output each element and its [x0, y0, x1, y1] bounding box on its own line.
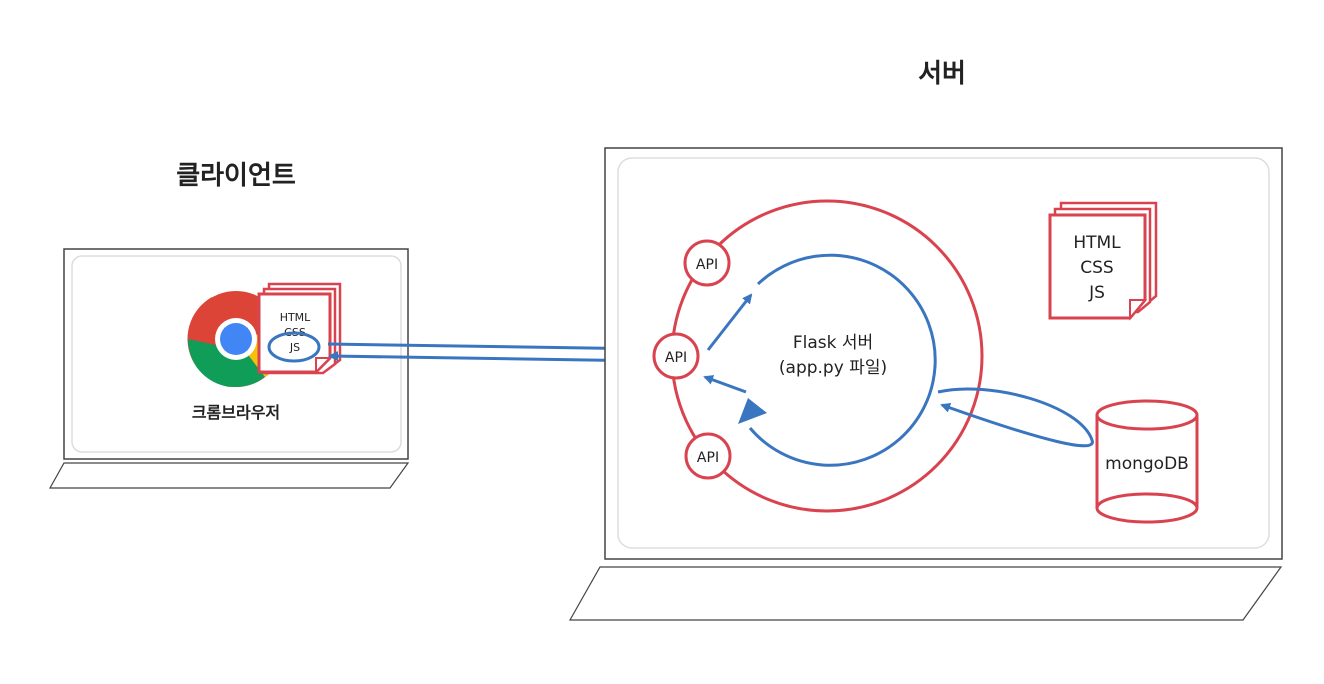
- client-laptop-keyboard: [48, 462, 410, 489]
- flask-to-api-arrow: [703, 375, 747, 394]
- api-node-bottom-label: API: [697, 450, 719, 466]
- client-file-html: HTML: [280, 311, 311, 324]
- browser-label: 크롬브라우저: [192, 403, 280, 422]
- client-js-highlight: [267, 331, 321, 363]
- server-file-html: HTML: [1073, 233, 1121, 253]
- response-arrow: [328, 351, 651, 363]
- client-title: 클라이언트: [176, 161, 296, 191]
- server-file-css: CSS: [1080, 258, 1113, 278]
- database-label: mongoDB: [1105, 454, 1189, 474]
- database-cylinder-icon: [1095, 399, 1199, 524]
- flask-label-line2: (app.py 파일): [779, 358, 887, 378]
- client-file-js: JS: [289, 341, 300, 354]
- db-loop-arrow: [937, 387, 1094, 448]
- server-file-js: JS: [1088, 283, 1105, 303]
- server-title: 서버: [918, 59, 966, 89]
- api-node-middle-label: API: [665, 350, 687, 366]
- server-laptop: [568, 147, 1283, 621]
- api-node-bottom: [684, 432, 732, 480]
- request-arrow: [327, 342, 652, 354]
- api-node-top: [683, 239, 731, 287]
- cycle-triangle-icon: [738, 398, 767, 424]
- flask-cycle-arc: [748, 253, 937, 467]
- api-node-top-label: API: [696, 257, 718, 273]
- api-node-middle: [652, 332, 700, 380]
- server-file-stack: [1048, 201, 1158, 321]
- api-to-flask-arrow: [706, 293, 753, 351]
- flask-label-line1: Flask 서버: [793, 333, 873, 353]
- server-laptop-keyboard: [568, 566, 1283, 621]
